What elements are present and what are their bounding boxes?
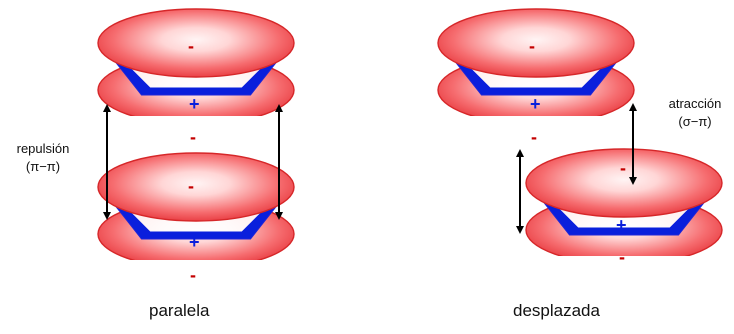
left-caption: paralela [149, 301, 210, 320]
negative-sign-bottom-left-upper: - [188, 176, 194, 196]
positive-sign-top-right: + [530, 94, 541, 114]
repulsion-label: repulsión (π−π) [9, 140, 77, 176]
negative-sign-top-right-lower: - [531, 127, 537, 147]
negative-sign-top-right-upper: - [529, 36, 535, 56]
positive-sign-top-left: + [189, 94, 200, 114]
negative-sign-top-left-upper: - [188, 36, 194, 56]
right-arrow-b [629, 103, 637, 185]
right-arrow-a [516, 149, 524, 234]
left-arrow-b [275, 104, 283, 220]
attraction-label: atracción (σ−π) [661, 95, 729, 131]
negative-sign-bottom-right-upper: - [620, 158, 626, 178]
attraction-subtext: (σ−π) [678, 114, 712, 129]
repulsion-subtext: (π−π) [25, 159, 61, 174]
right-caption: desplazada [513, 301, 600, 320]
negative-sign-bottom-left-lower: - [190, 265, 196, 285]
negative-sign-top-left-lower: - [190, 127, 196, 147]
positive-sign-bottom-right: + [616, 215, 627, 235]
negative-sign-bottom-right-lower: - [619, 247, 625, 267]
positive-sign-bottom-left: + [189, 232, 200, 252]
left-arrow-a [103, 104, 111, 220]
attraction-text: atracción [668, 96, 722, 111]
repulsion-text: repulsión [16, 141, 70, 156]
